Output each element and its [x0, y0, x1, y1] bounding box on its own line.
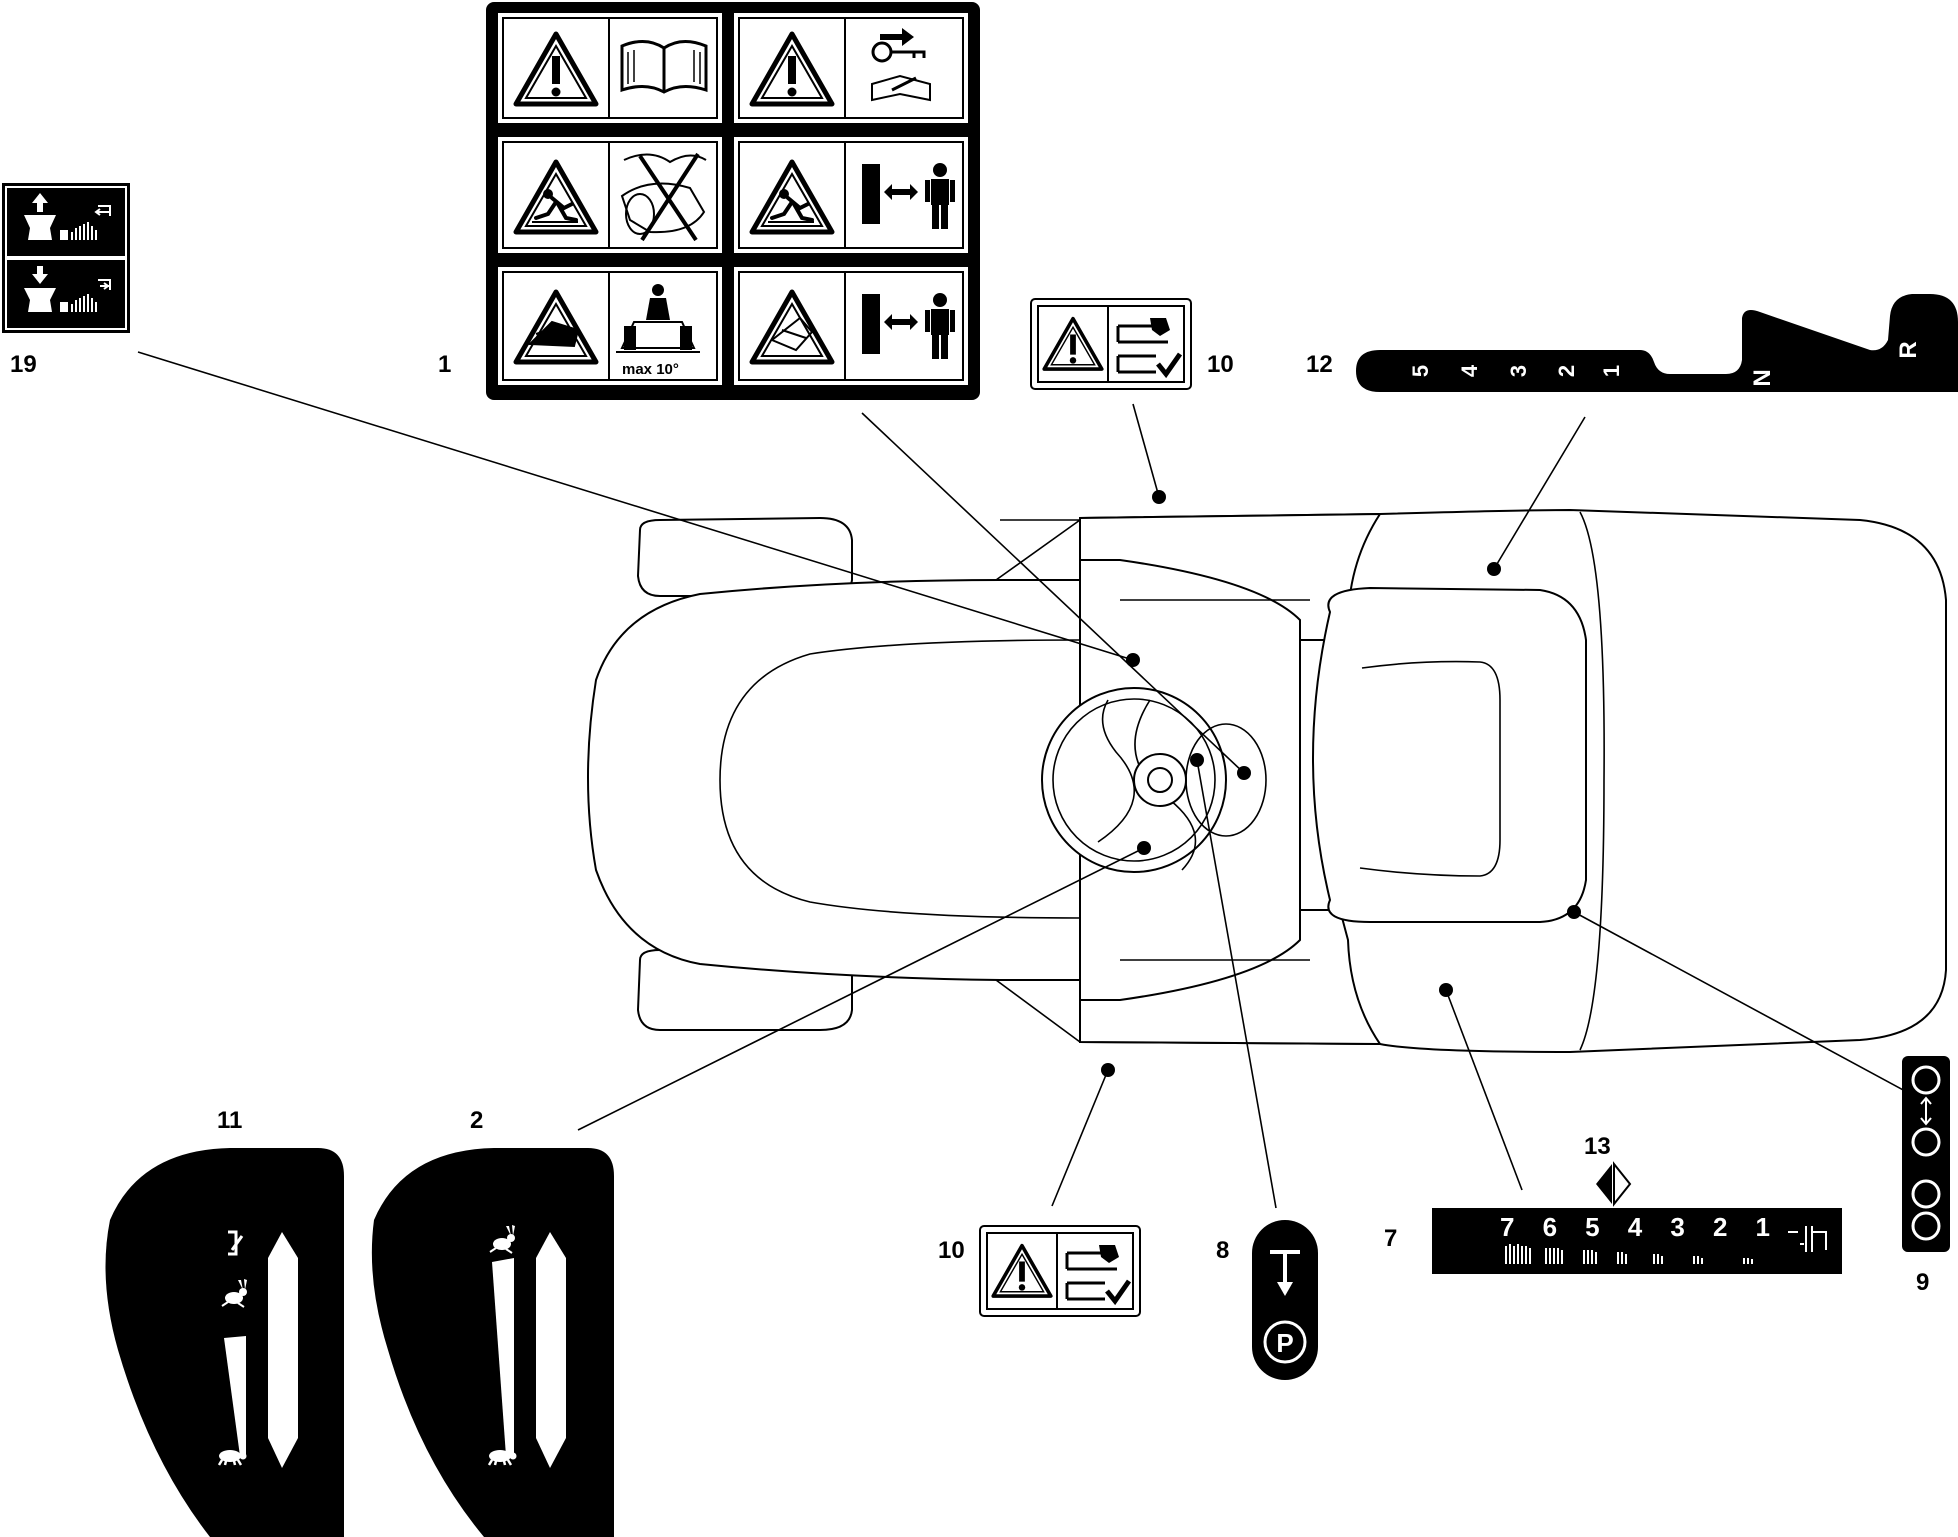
decal-10-hydraulic-warning-bottom: [979, 1225, 1141, 1317]
decal-8-parking-brake: P: [1252, 1220, 1318, 1380]
read-manual-icon: [620, 40, 708, 94]
gear-neutral: N: [1749, 369, 1776, 386]
callout-11: 11: [217, 1107, 242, 1134]
choke-icon: [228, 1230, 244, 1256]
decal-19-deck-lift: [2, 183, 130, 333]
gear-5: 5: [1408, 365, 1433, 377]
decal-1-safety-warnings: max 10°: [486, 2, 980, 400]
gear-4: 4: [1457, 364, 1482, 377]
gear-3: 3: [1506, 365, 1531, 377]
gear-1: 1: [1599, 365, 1624, 377]
gear-reverse: R: [1895, 341, 1922, 358]
tractor-top-view: [587, 508, 1947, 1054]
decal-11-throttle: [105, 1148, 344, 1537]
speed-scale-label: 7654321: [1500, 1212, 1770, 1242]
decal-12-gear-shift: 5 4 3 2 1 N R: [1356, 294, 1958, 392]
callout-10-top: 10: [1207, 351, 1234, 378]
gear-2: 2: [1554, 365, 1579, 377]
slope-limit-label: max 10°: [622, 361, 679, 378]
callout-7: 7: [1384, 1225, 1397, 1252]
decal-2-throttle: [371, 1148, 614, 1537]
remove-key-icon: [871, 28, 931, 102]
decal-10-hydraulic-warning-top: [1030, 298, 1192, 390]
slope-tractor-icon: [616, 284, 700, 353]
callout-10-bottom: 10: [938, 1237, 965, 1264]
parking-label: P: [1276, 1328, 1293, 1358]
decal-9-height-adjust: [1902, 1056, 1950, 1252]
callout-13: 13: [1584, 1133, 1611, 1160]
callout-12: 12: [1306, 351, 1333, 378]
callout-1: 1: [438, 351, 451, 378]
callout-9: 9: [1916, 1269, 1929, 1296]
parking-brake-icon: P: [1263, 1320, 1307, 1364]
callout-19: 19: [10, 351, 37, 378]
callout-2: 2: [470, 1107, 483, 1134]
callout-8: 8: [1216, 1237, 1229, 1264]
no-bagger-icon: [620, 152, 707, 242]
decal-13-direction: [1596, 1161, 1632, 1207]
decal-7-speed-scale: 7654321: [1432, 1208, 1842, 1274]
leader-lines: [137, 351, 1919, 1209]
